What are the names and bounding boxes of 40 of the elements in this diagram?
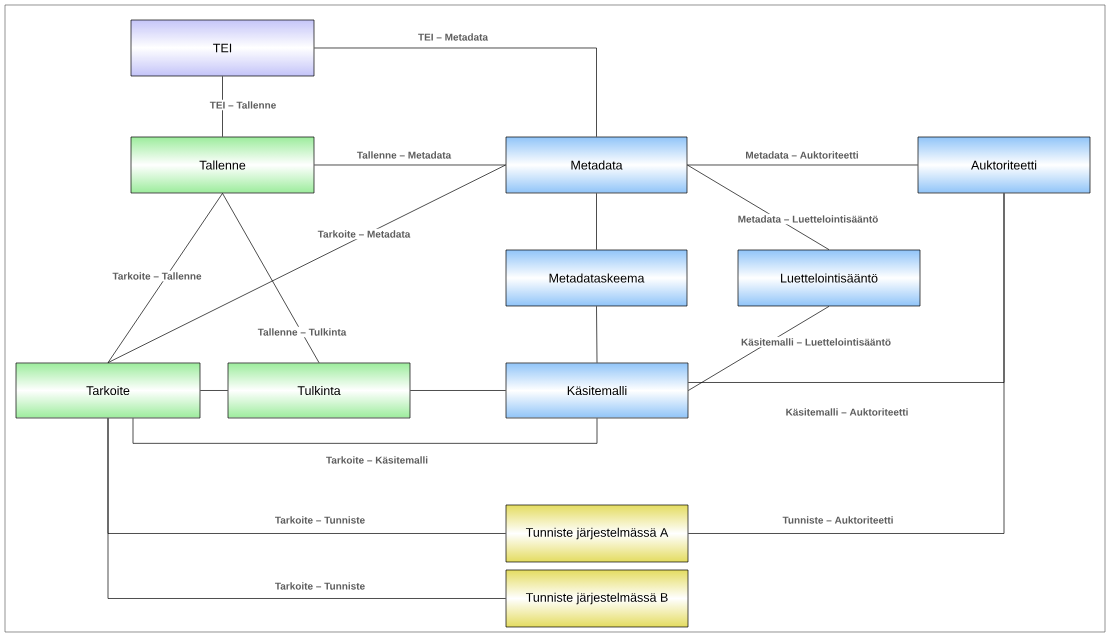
entity-box: TEI [130,19,315,77]
edge-label: Tarkoite – Käsitemalli [324,454,430,466]
edge-label: Tarkoite – Metadata [316,228,412,240]
edge-label: Tarkoite – Tunniste [273,514,367,526]
connector-line [596,193,597,250]
connector-line [687,164,918,166]
connector-line [314,164,506,166]
edge-label: Käsitemalli – Luettelointisääntö [739,336,893,348]
edge-label: Metadata – Auktoriteetti [743,149,861,161]
connector-line [596,306,598,363]
connector-line [688,193,1005,534]
edge-label: Tarkoite – Tallenne [110,270,204,282]
entity-box: Tunniste järjestelmässä B [505,569,689,628]
entity-box: Tunniste järjestelmässä A [505,504,689,563]
edge-label: TEI – Metadata [416,31,490,43]
connector-line [410,390,506,391]
connector-line [222,193,320,363]
entity-box: Luettelointisääntö [737,249,921,307]
edge-label: Tarkoite – Tunniste [273,580,367,592]
edge-label: TEI – Tallenne [208,99,278,111]
entity-box: Tarkoite [15,362,201,419]
entity-box: Metadata [505,136,688,194]
entity-box: Metadataskeema [505,249,688,307]
connector-line [132,418,598,444]
connector-line [688,306,830,391]
entity-box: Tallenne [130,136,315,194]
edge-label: Tallenne – Tulkinta [256,326,348,338]
connector-line [107,164,506,363]
connector-line [314,47,597,137]
edge-label: Tunniste – Auktoriteetti [781,514,895,526]
edge-label: Metadata – Luettelointisääntö [736,213,880,225]
connector-line [107,418,506,599]
entity-box: Käsitemalli [505,362,689,419]
connector-line [200,390,228,391]
entity-box: Tulkinta [227,362,411,419]
entity-box: Auktoriteetti [917,136,1091,194]
edge-label: Tallenne – Metadata [355,149,453,161]
edge-label: Käsitemalli – Auktoriteetti [784,406,910,418]
connector-line [687,164,830,250]
connector-line [107,193,223,363]
